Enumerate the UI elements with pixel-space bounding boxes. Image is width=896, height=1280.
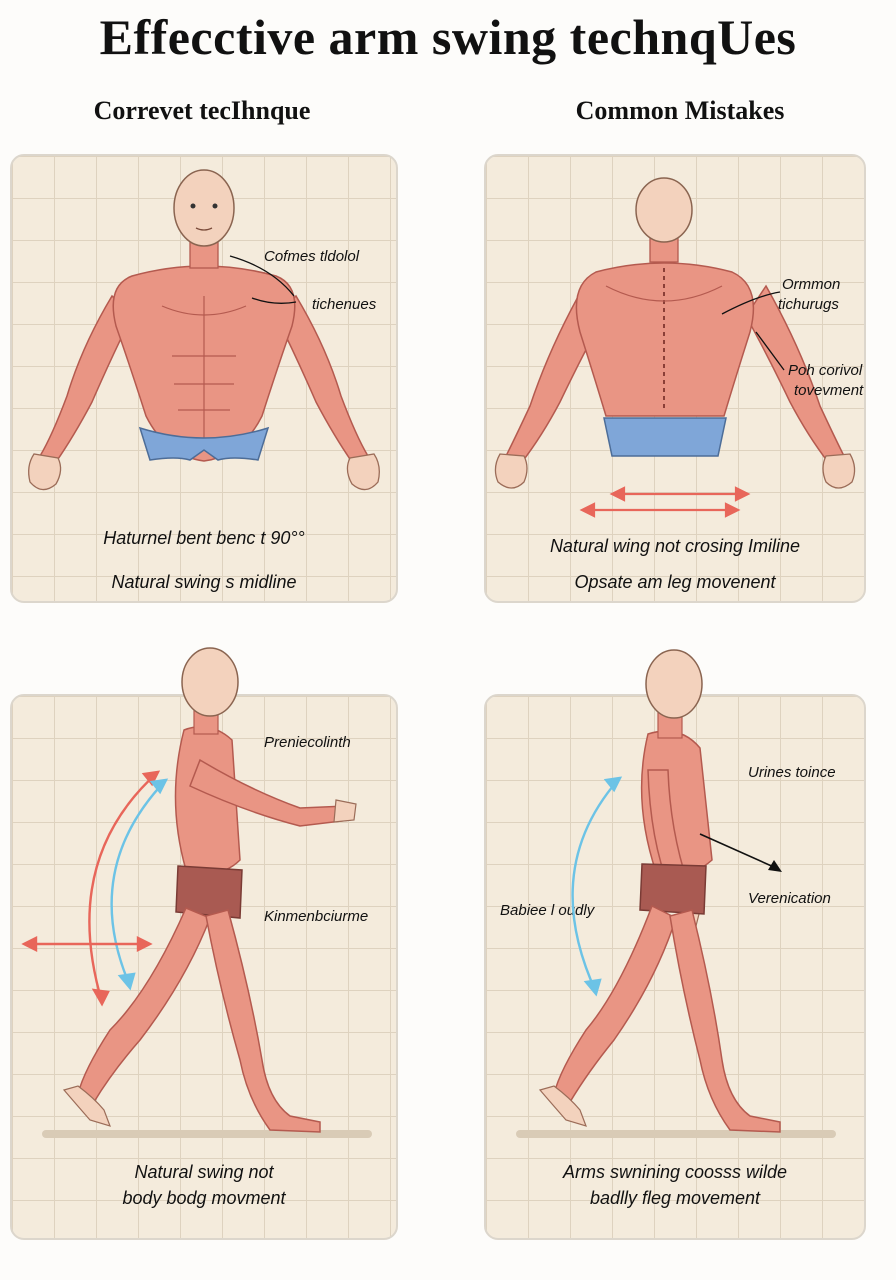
header-correct-technique: Correvet tecIhnque: [93, 96, 311, 125]
caption-side-mistake-1: Arms swnining coosss wilde: [562, 1162, 788, 1182]
annotation-side-correct-2: Kinmenbciurme: [264, 908, 369, 925]
caption-back-1: Natural wing not crosing Imiline: [549, 536, 801, 556]
annotation-front-1: Cofmes tldolol: [264, 248, 360, 265]
caption-side-mistake-2: badlly fleg movement: [589, 1188, 761, 1208]
annotation-side-mistake-2: Babiee l oudly: [500, 902, 595, 919]
caption-front-1: Haturnel bent benc t 90°°: [103, 528, 305, 548]
annotation-side-correct-1: Preniecolinth: [264, 734, 351, 751]
annotation-side-mistake-3: Verenication: [748, 890, 831, 907]
annotation-back-1: Ormmon: [782, 276, 841, 293]
caption-front-2: Natural swing s midline: [111, 572, 297, 592]
caption-side-correct-1: Natural swing not: [134, 1162, 274, 1182]
panel-front-view: Cofmes tldolol tichenues Haturnel bent b…: [10, 154, 398, 603]
panel-back-view: Ormmon tichurugs Poh corivol tovevmentt …: [484, 154, 866, 603]
front-muscle-figure: [28, 169, 380, 491]
annotation-back-4: tovevmentt: [794, 382, 866, 399]
annotation-back-2: tichurugs: [778, 296, 839, 313]
horizontal-arrows: [579, 486, 751, 518]
caption-back-2: Opsate am leg movenent: [574, 572, 776, 592]
page-title: Effecctive arm swing technqUes: [99, 9, 797, 65]
caption-side-correct-2: body bodg movment: [122, 1188, 286, 1208]
annotation-front-2: tichenues: [312, 296, 377, 313]
ground-shadow: [516, 1130, 836, 1138]
annotation-side-mistake-1: Urines toince: [748, 764, 836, 781]
ground-shadow: [42, 1130, 372, 1138]
panel-side-correct: Preniecolinth Kinmenbciurme Natural swin…: [10, 694, 398, 1240]
header-common-mistakes: Common Mistakes: [575, 96, 785, 125]
panel-side-mistake: Urines toince Babiee l oudly Verenicatio…: [484, 694, 866, 1240]
back-muscle-figure: [494, 177, 856, 518]
annotation-back-3: Poh corivol: [788, 362, 863, 379]
